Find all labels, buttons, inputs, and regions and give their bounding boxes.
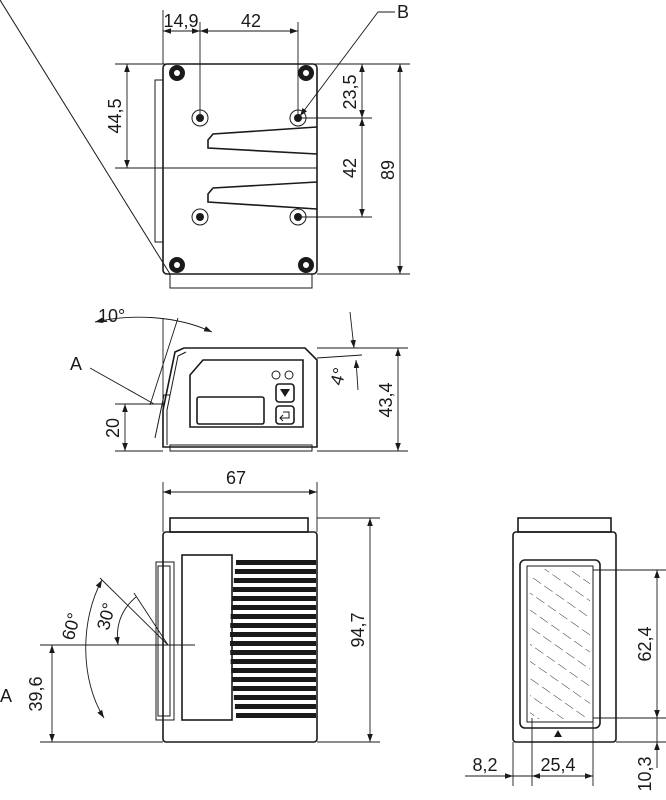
dim-side-base: 20 — [103, 418, 123, 438]
front-view: 67 94,7 60° 30° 39,6 A — [0, 468, 380, 743]
cooling-fin — [230, 632, 316, 637]
indicator-led-icon — [271, 370, 294, 380]
dim-height: 89 — [378, 160, 398, 180]
dim-left-offset: 8,2 — [472, 755, 497, 775]
cooling-fin — [233, 695, 316, 700]
cooling-fin — [236, 560, 316, 565]
cooling-fin — [234, 704, 316, 709]
cooling-fin — [231, 605, 316, 610]
dim-angle-outer: 60° — [58, 611, 84, 642]
cooling-fin — [230, 650, 316, 655]
corner-screw-icon — [169, 65, 314, 273]
cooling-fin — [231, 668, 316, 673]
dim-hole-spacing-y: 42 — [340, 158, 360, 178]
enter-button-icon — [275, 405, 295, 425]
callout-b: B — [397, 2, 409, 22]
dim-edge-to-hole: 23,5 — [340, 74, 360, 109]
dim-window-height: 62,4 — [635, 626, 655, 661]
callout-a-side: A — [70, 354, 82, 374]
top-view: 14,9 42 B 44,5 23,5 42 89 — [0, 0, 410, 289]
cooling-fin — [231, 596, 316, 601]
dim-tilt-top: 10° — [98, 306, 125, 326]
end-view: 62,4 10,3 8,2 25,4 — [465, 517, 666, 792]
cooling-fin — [230, 623, 316, 628]
cooling-fin — [232, 587, 316, 592]
dim-tilt-right: 4° — [326, 366, 350, 388]
callout-a-front: A — [0, 686, 12, 706]
dim-side-height: 43,4 — [376, 382, 396, 417]
cooling-fin — [233, 578, 316, 583]
cooling-fin — [232, 686, 316, 691]
cooling-fin — [230, 659, 316, 664]
cooling-fin — [234, 569, 316, 574]
arrow-down-button-icon — [275, 383, 295, 403]
dim-front-width: 67 — [226, 468, 246, 488]
dim-window-width: 25,4 — [540, 755, 575, 775]
dim-angle-inner: 30° — [93, 601, 119, 632]
side-view: 10° 4° 43,4 20 A — [70, 306, 408, 452]
cooling-fin — [230, 614, 316, 619]
dim-bottom-offset: 10,3 — [635, 756, 655, 791]
dim-slot-center: 44,5 — [105, 98, 125, 133]
cooling-fin — [230, 641, 316, 646]
cooling-fin — [231, 677, 316, 682]
cooling-fins — [230, 560, 316, 718]
dim-front-offset: 39,6 — [26, 676, 46, 711]
dim-offset-x: 14,9 — [163, 11, 198, 31]
dim-hole-spacing-x: 42 — [241, 11, 261, 31]
cooling-fin — [236, 713, 316, 718]
dim-front-height: 94,7 — [348, 612, 368, 647]
